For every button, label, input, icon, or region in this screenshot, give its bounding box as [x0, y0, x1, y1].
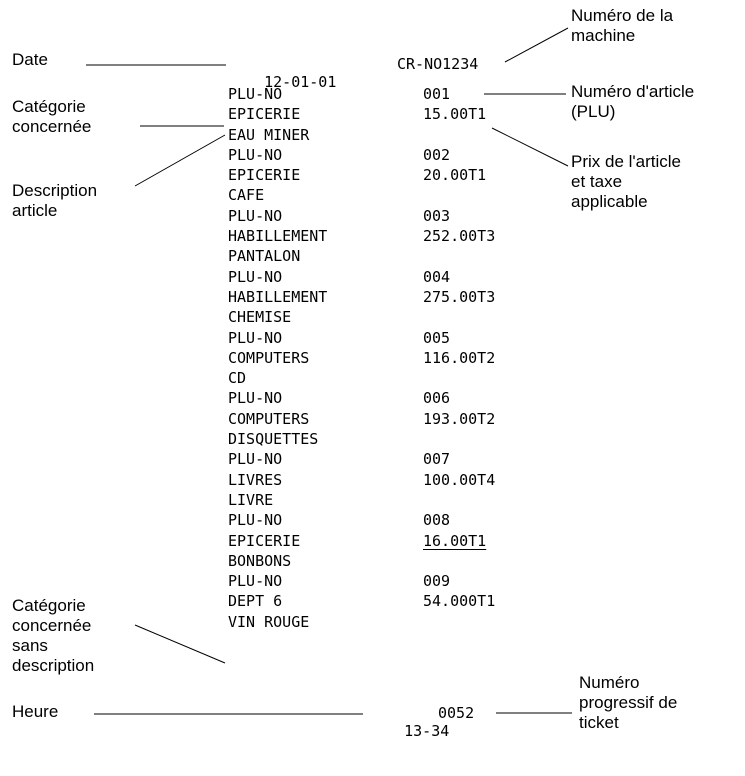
label-ticket-number: Numéro progressif de ticket: [579, 673, 678, 732]
receipt-line: CD: [228, 368, 528, 388]
receipt-header: 12-01-01 CR-NO1234: [228, 55, 478, 127]
receipt-line-label: HABILLEMENT: [228, 227, 328, 246]
leader-article-price: [491, 127, 569, 167]
receipt-line: EPICERIE 20.00T1: [228, 165, 528, 185]
leader-category-no-description: [134, 624, 226, 664]
receipt-line-label: COMPUTERS: [228, 348, 310, 367]
receipt-line-value: 20.00T1: [423, 166, 487, 185]
receipt-line-value: 16.00T1: [423, 531, 487, 550]
label-article-number: Numéro d'article (PLU): [571, 82, 695, 121]
receipt-line-label: LIVRES: [228, 470, 283, 489]
receipt-line-label: CHEMISE: [228, 308, 292, 327]
receipt-line: PLU-NO 003: [228, 206, 528, 226]
receipt-line-value: 15.00T1: [423, 105, 487, 124]
receipt-line: LIVRES 100.00T4: [228, 470, 528, 490]
receipt-line-label: PLU-NO: [228, 450, 283, 469]
receipt-line-label: PLU-NO: [228, 145, 283, 164]
receipt-line-label: EPICERIE: [228, 105, 301, 124]
receipt-line: CHEMISE: [228, 307, 528, 327]
receipt-line: CAFE: [228, 185, 528, 205]
receipt-line: PLU-NO 006: [228, 388, 528, 408]
receipt-line-value: 005: [423, 328, 451, 347]
receipt-line-value: 002: [423, 145, 451, 164]
receipt-line-label: PLU-NO: [228, 267, 283, 286]
leader-machine: [504, 27, 569, 63]
receipt-diagram: Date Numéro de la machine Catégorie conc…: [12, 6, 695, 740]
receipt-footer: 13-34 0052: [368, 704, 474, 776]
receipt-line: EPICERIE 15.00T1: [228, 104, 528, 124]
receipt-line-label: PLU-NO: [228, 389, 283, 408]
receipt-line: PLU-NO 005: [228, 328, 528, 348]
receipt-line-value: 116.00T2: [423, 348, 496, 367]
receipt-line-value: 004: [423, 267, 451, 286]
receipt-line: LIVRE: [228, 490, 528, 510]
receipt-line-label: CAFE: [228, 186, 265, 205]
receipt-line-label: VIN ROUGE: [228, 612, 310, 631]
receipt-line-label: EAU MINER: [228, 125, 310, 144]
label-description: Description article: [12, 181, 98, 220]
receipt-line-value: 54.000T1: [423, 592, 496, 611]
receipt-line-label: HABILLEMENT: [228, 287, 328, 306]
receipt-line-value: 252.00T3: [423, 227, 496, 246]
receipt-line-value: 009: [423, 572, 451, 591]
leader-lines: [86, 27, 572, 715]
label-date: Date: [12, 50, 48, 69]
leader-description: [134, 134, 226, 187]
label-hour: Heure: [12, 702, 59, 721]
receipt-line-value: 001: [423, 85, 451, 103]
receipt-line-label: BONBONS: [228, 551, 292, 570]
receipt-line: DISQUETTES: [228, 429, 528, 449]
receipt-line: PLU-NO 007: [228, 449, 528, 469]
receipt-line: VIN ROUGE: [228, 612, 528, 632]
receipt-line-value: 193.00T2: [423, 409, 496, 428]
receipt-line: PANTALON: [228, 246, 528, 266]
label-category: Catégorie concernée: [12, 97, 92, 136]
receipt-line-value: 100.00T4: [423, 470, 496, 489]
receipt-line-label: EPICERIE: [228, 531, 301, 550]
receipt-line: PLU-NO 008: [228, 510, 528, 530]
receipt-machine: CR-NO1234: [397, 55, 479, 73]
receipt-line-value: 003: [423, 206, 451, 225]
receipt-line: PLU-NO 004: [228, 267, 528, 287]
receipt-line-label: PLU-NO: [228, 511, 283, 530]
receipt-line-value: 006: [423, 389, 451, 408]
receipt-line-label: EPICERIE: [228, 166, 301, 185]
receipt-line-label: COMPUTERS: [228, 409, 310, 428]
label-article-price: Prix de l'article et taxe applicable: [571, 152, 682, 211]
receipt-date: 12-01-01: [264, 73, 337, 91]
receipt-line-label: PLU-NO: [228, 85, 283, 103]
receipt-line: BONBONS: [228, 551, 528, 571]
receipt-line-value: 008: [423, 511, 451, 530]
receipt-line: HABILLEMENT 252.00T3: [228, 226, 528, 246]
receipt-line-value: 007: [423, 450, 451, 469]
receipt-line-label: DEPT 6: [228, 592, 283, 611]
receipt-line: EPICERIE 16.00T1: [228, 531, 528, 551]
label-machine-number: Numéro de la machine: [571, 6, 674, 45]
receipt-line-label: PLU-NO: [228, 572, 283, 591]
receipt-line: PLU-NO 002: [228, 145, 528, 165]
receipt-line: COMPUTERS 116.00T2: [228, 348, 528, 368]
receipt-line: DEPT 6 54.000T1: [228, 591, 528, 611]
receipt-line-label: DISQUETTES: [228, 430, 319, 449]
receipt-line-value: 275.00T3: [423, 287, 496, 306]
receipt-line-label: CD: [228, 369, 247, 388]
receipt-ticket: 0052: [438, 704, 475, 722]
receipt-line-label: PLU-NO: [228, 206, 283, 225]
receipt-line: COMPUTERS 193.00T2: [228, 409, 528, 429]
receipt-line-label: PLU-NO: [228, 328, 283, 347]
receipt-line: PLU-NO 001: [228, 84, 528, 104]
receipt-line-label: LIVRE: [228, 490, 274, 509]
receipt-time: 13-34: [404, 722, 450, 740]
receipt-line-label: PANTALON: [228, 247, 301, 266]
receipt-line: HABILLEMENT 275.00T3: [228, 287, 528, 307]
label-category-no-description: Catégorie concernée sans description: [12, 596, 95, 675]
receipt-line: EAU MINER: [228, 125, 528, 145]
receipt-line: PLU-NO 009: [228, 571, 528, 591]
